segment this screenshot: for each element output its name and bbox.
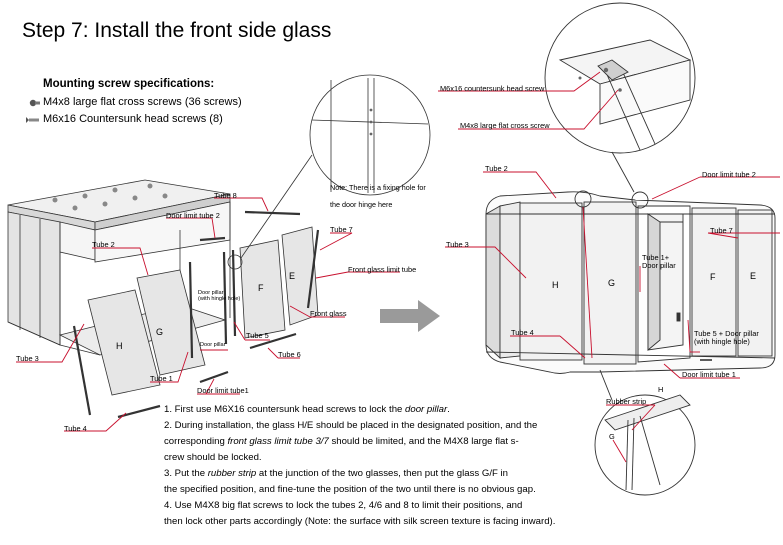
left-door-pillar bbox=[188, 261, 194, 359]
label-door-pillar: Door pillar bbox=[200, 342, 226, 348]
label-door-limit-tube-2: Door limit tube 2 bbox=[166, 211, 220, 220]
label-door-pillar-hinge-note: (with hingle hole) bbox=[198, 296, 241, 302]
right-panel-letter-h: H bbox=[552, 280, 559, 290]
hinge-note-line-2: the door hinge here bbox=[330, 200, 393, 209]
right-glass-panel-e bbox=[737, 209, 773, 357]
instruction-1: 1. First use M6X16 countersunk head scre… bbox=[164, 404, 450, 415]
right-panel-letter-g: G bbox=[608, 278, 616, 288]
right-panel-letter-e: E bbox=[750, 271, 757, 281]
label-m4x8-screw: M4x8 large flat cross screw bbox=[460, 121, 550, 130]
left-panel-letter-g: G bbox=[156, 327, 164, 337]
flat-cross-screw-icon bbox=[29, 99, 40, 107]
label-right-tube-5: Tube 5 + Door pillar bbox=[694, 329, 759, 338]
label-right-door-limit-tube-1: Door limit tube 1 bbox=[682, 370, 736, 379]
page-title: Step 7: Install the front side glass bbox=[22, 19, 332, 42]
label-tube-8: Tube 8 bbox=[214, 191, 237, 200]
left-door-limit-tube-2 bbox=[199, 236, 226, 242]
left-door-limit-tube-1 bbox=[199, 370, 229, 384]
right-glass-panel-g bbox=[583, 201, 637, 365]
hinge-zoom-marker bbox=[227, 254, 243, 270]
right-door-zoom-marker bbox=[631, 191, 649, 209]
label-right-door-pillar: Door pillar bbox=[642, 261, 676, 270]
screw-spec-heading: Mounting screw specifications: bbox=[43, 78, 215, 90]
label-tube-5: Tube 5 bbox=[246, 331, 269, 340]
step-arrow-icon bbox=[380, 300, 440, 332]
instruction-4a: 4. Use M4X8 big flat screws to lock the … bbox=[164, 500, 523, 511]
right-panel-letter-f: F bbox=[710, 272, 716, 282]
label-front-glass-limit-tube: Front glass limit tube bbox=[348, 265, 417, 274]
countersunk-screw-icon bbox=[26, 117, 39, 123]
instruction-2a: 2. During installation, the glass H/E sh… bbox=[164, 420, 538, 431]
label-front-glass: Front glass bbox=[310, 309, 347, 318]
left-tube-1 bbox=[72, 325, 92, 416]
label-door-pillar-hinge: Door pillar bbox=[198, 290, 224, 296]
label-right-tube-3: Tube 3 bbox=[446, 240, 469, 249]
left-glass-panel-h bbox=[87, 289, 161, 396]
label-door-limit-tube-1: Door limit tube1 bbox=[197, 386, 249, 395]
left-exploded-view bbox=[7, 74, 431, 419]
left-tube-4 bbox=[117, 404, 161, 419]
label-tube-7: Tube 7 bbox=[330, 225, 353, 234]
label-right-tube-5-note: (with hingle hole) bbox=[694, 337, 750, 346]
roof-screws bbox=[52, 183, 168, 211]
label-right-tube-1: Tube 1+ bbox=[642, 253, 670, 262]
left-panel-letter-e: E bbox=[289, 271, 296, 281]
label-tube-6: Tube 6 bbox=[278, 350, 301, 359]
instruction-4b: then lock other parts accordingly (Note:… bbox=[164, 516, 556, 527]
hinge-note-line-1: Note: There is a fixing hole for bbox=[330, 183, 426, 192]
left-tube-5 bbox=[231, 249, 237, 337]
label-rubber-strip: Rubber strip bbox=[606, 397, 647, 406]
label-right-tube-7: Tube 7 bbox=[710, 226, 733, 235]
instruction-3b: the specified position, and fine-tune th… bbox=[164, 484, 536, 495]
left-glass-panel-g bbox=[136, 269, 206, 376]
label-tube-1: Tube 1 bbox=[150, 374, 173, 383]
screw-spec-item-1: M4x8 large flat cross screws (36 screws) bbox=[43, 96, 242, 108]
instruction-2b: corresponding front glass limit tube 3/7… bbox=[164, 436, 519, 447]
left-panel-letter-f: F bbox=[258, 283, 264, 293]
left-door-pillar-hinge bbox=[222, 251, 228, 345]
hinge-detail-bubble bbox=[309, 74, 431, 196]
left-glass-panel-f bbox=[239, 239, 286, 339]
label-detail-h: H bbox=[658, 385, 664, 394]
screw-spec-item-2: M6x16 Countersunk head screws (8) bbox=[43, 113, 223, 125]
label-right-tube-4: Tube 4 bbox=[511, 328, 534, 337]
right-glass-panel-h bbox=[519, 202, 583, 361]
label-right-door-limit-tube-2: Door limit tube 2 bbox=[702, 170, 756, 179]
left-tube-6 bbox=[249, 332, 297, 350]
label-tube-3: Tube 3 bbox=[16, 354, 39, 363]
label-m6x16-screw: M6x16 countersunk head screw bbox=[440, 84, 545, 93]
leader-lines bbox=[16, 71, 780, 463]
instruction-2c: crew should be locked. bbox=[164, 452, 262, 463]
label-right-tube-2: Tube 2 bbox=[485, 164, 508, 173]
left-tube-7 bbox=[306, 229, 320, 309]
label-tube-2: Tube 2 bbox=[92, 240, 115, 249]
right-assembled-view bbox=[485, 2, 776, 496]
instruction-3a: 3. Put the rubber strip at the junction … bbox=[164, 468, 508, 479]
label-tube-4: Tube 4 bbox=[64, 424, 87, 433]
label-detail-g: G bbox=[609, 432, 615, 441]
left-panel-letter-h: H bbox=[116, 341, 123, 351]
